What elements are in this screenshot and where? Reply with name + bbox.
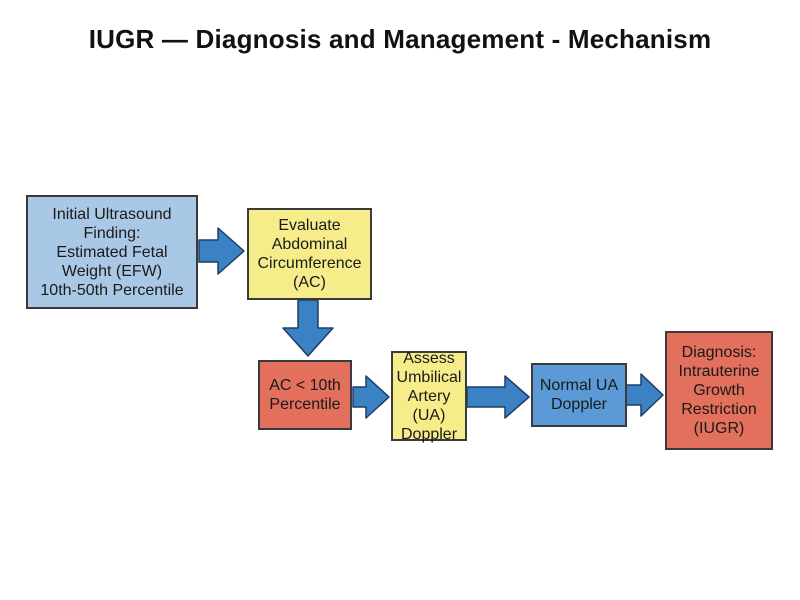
- node-assess-umbilical-artery-doppler: Assess Umbilical Artery (UA) Doppler: [391, 350, 467, 443]
- node-ac-below-10th-percentile: AC < 10th Percentile: [258, 360, 352, 430]
- node-diagnosis-iugr: Diagnosis: Intrauterine Growth Restricti…: [665, 331, 773, 450]
- arrow-evaluate-to-aclow: [282, 299, 334, 357]
- arrow-aclow-to-assessua: [352, 375, 390, 419]
- arrow-assessua-to-normalua: [466, 375, 530, 419]
- node-initial-ultrasound-finding: Initial Ultrasound Finding: Estimated Fe…: [26, 195, 198, 309]
- diagram-title: IUGR — Diagnosis and Management - Mechan…: [88, 24, 712, 54]
- node-normal-ua-doppler: Normal UA Doppler: [531, 363, 627, 427]
- arrow-normalua-to-diagnosis: [625, 373, 664, 417]
- arrow-initial-to-evaluate: [198, 227, 245, 275]
- node-evaluate-abdominal-circumference: Evaluate Abdominal Circumference (AC): [247, 208, 372, 300]
